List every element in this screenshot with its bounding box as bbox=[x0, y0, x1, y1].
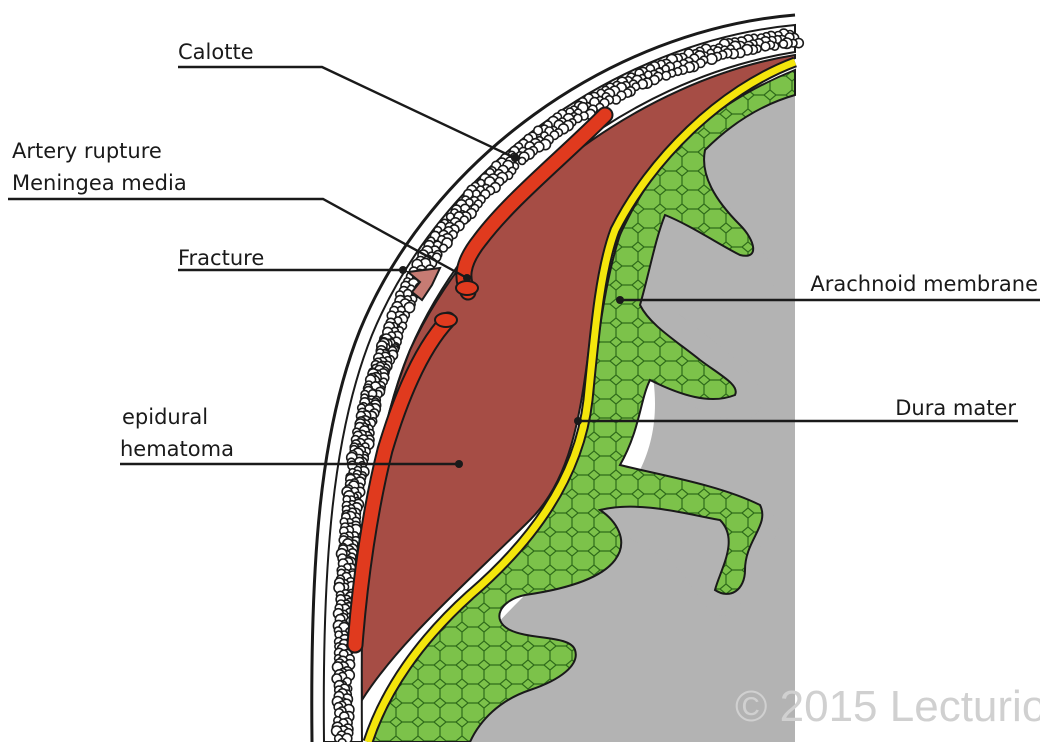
label-calotte: Calotte bbox=[178, 40, 254, 64]
label-epidural: epidural bbox=[122, 405, 208, 429]
label-arachnoid-membrane: Arachnoid membrane bbox=[810, 272, 1038, 296]
artery-rupture-end-lower bbox=[435, 313, 457, 327]
artery-rupture-end-upper bbox=[456, 281, 478, 295]
label-fracture: Fracture bbox=[178, 246, 264, 270]
leader-calotte bbox=[178, 67, 515, 158]
label-dura-mater: Dura mater bbox=[895, 396, 1016, 420]
label-hematoma: hematoma bbox=[120, 437, 234, 461]
label-meningea-media: Meningea media bbox=[12, 171, 187, 195]
label-artery-rupture: Artery rupture bbox=[12, 139, 162, 163]
copyright-watermark: © 2015 Lecturio bbox=[735, 682, 1040, 732]
